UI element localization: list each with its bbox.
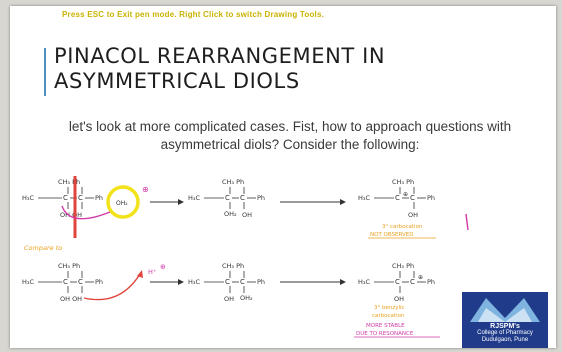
logo-name: RJSPM's (490, 323, 520, 330)
cation-label: OH₂ (116, 200, 128, 207)
svg-text:C: C (63, 194, 68, 202)
svg-text:OH₂: OH₂ (240, 294, 253, 302)
product-1-structure: CH₃ Ph H₃C C ⊕ C Ph OH (358, 178, 435, 219)
slide-title: PINACOL REARRANGEMENT IN ASYMMETRICAL DI… (54, 44, 386, 93)
svg-text:CH₃ Ph: CH₃ Ph (392, 178, 414, 186)
intermediate-1-structure: CH₃ Ph H₃C C C Ph OH₂ OH (188, 178, 265, 219)
svg-text:C: C (225, 194, 230, 202)
svg-text:Ph: Ph (427, 278, 435, 286)
note-2-line4: DUE TO RESONANCE (356, 331, 414, 337)
diol-1-methyl: H₃C (22, 194, 34, 202)
note-1-line2: NOT OBSERVED (370, 232, 414, 238)
svg-text:C: C (240, 278, 245, 286)
logo-line2: Dudulgaon, Pune (481, 337, 529, 343)
diol-2-structure: CH₃ Ph H₃C C C Ph OH OH (22, 262, 103, 303)
svg-text:C: C (410, 278, 415, 286)
intermediate-2-structure: CH₃ Ph H₃C C C Ph OH OH₂ (188, 262, 265, 303)
diol-1-hydroxyls: OH OH (60, 211, 82, 219)
logo-emblem-icon (462, 292, 548, 326)
svg-text:⊕: ⊕ (403, 191, 408, 198)
annotation-magenta-tick (465, 213, 469, 231)
svg-text:C: C (395, 194, 400, 202)
svg-text:C: C (78, 278, 83, 286)
diol-1-phenyl: Ph (95, 194, 103, 202)
svg-text:⊕: ⊕ (418, 274, 423, 281)
svg-text:OH: OH (242, 211, 252, 219)
svg-text:CH₃ Ph: CH₃ Ph (222, 262, 244, 270)
annotation-curved-arrow-1 (61, 205, 111, 220)
svg-text:H₃C: H₃C (358, 194, 370, 202)
svg-text:C: C (225, 278, 230, 286)
svg-text:H₃C: H₃C (358, 278, 370, 286)
logo-line1: College of Pharmacy (477, 330, 533, 336)
svg-text:C: C (78, 194, 83, 202)
svg-text:Ph: Ph (427, 194, 435, 202)
diol-1-substituents-top: CH₃ Ph (58, 178, 80, 186)
svg-text:OH: OH (394, 295, 404, 303)
college-logo: RJSPM's College of Pharmacy Dudulgaon, P… (462, 292, 548, 348)
svg-text:H₃C: H₃C (188, 194, 200, 202)
annotation-plus-charge: ⊕ (142, 185, 149, 194)
svg-text:C: C (63, 278, 68, 286)
svg-text:C: C (240, 194, 245, 202)
svg-text:⊕: ⊕ (160, 263, 166, 271)
note-2-line3: MORE STABLE (366, 323, 405, 329)
svg-text:OH OH: OH OH (60, 295, 82, 303)
svg-text:OH: OH (224, 295, 234, 303)
svg-text:CH₃ Ph: CH₃ Ph (58, 262, 80, 270)
svg-text:CH₃ Ph: CH₃ Ph (392, 262, 414, 270)
svg-text:Ph: Ph (257, 278, 265, 286)
reagent-label-2: H⁺ (148, 268, 156, 276)
svg-text:OH₂: OH₂ (224, 210, 237, 218)
note-2-line1: 3° benzylic (374, 305, 405, 311)
product-2-structure: CH₃ Ph H₃C C C ⊕ Ph OH (358, 262, 435, 303)
note-2-line2: carbocation (372, 313, 405, 319)
reaction-scheme: CH₃ Ph H₃C C C Ph OH OH OH₂ ⊕ (22, 176, 469, 338)
svg-text:Ph: Ph (257, 194, 265, 202)
svg-text:H₃C: H₃C (188, 278, 200, 286)
svg-text:H₃C: H₃C (22, 278, 34, 286)
svg-text:C: C (410, 194, 415, 202)
pen-mode-hint: Press ESC to Exit pen mode. Right Click … (62, 10, 325, 19)
svg-text:C: C (395, 278, 400, 286)
compare-label: Compare to (24, 244, 62, 252)
title-accent-bar (44, 48, 46, 96)
svg-text:OH: OH (408, 211, 418, 219)
slide-intro-text: let's look at more complicated cases. Fi… (68, 119, 512, 152)
diol-1-structure: CH₃ Ph H₃C C C Ph OH OH (22, 178, 103, 219)
note-1-line1: 3° carbocation (382, 224, 423, 230)
svg-text:Ph: Ph (95, 278, 103, 286)
annotation-yellow-circle (106, 185, 140, 219)
svg-text:CH₃ Ph: CH₃ Ph (222, 178, 244, 186)
annotation-curved-arrow-2 (83, 273, 141, 301)
slide[interactable]: Press ESC to Exit pen mode. Right Click … (10, 6, 556, 348)
